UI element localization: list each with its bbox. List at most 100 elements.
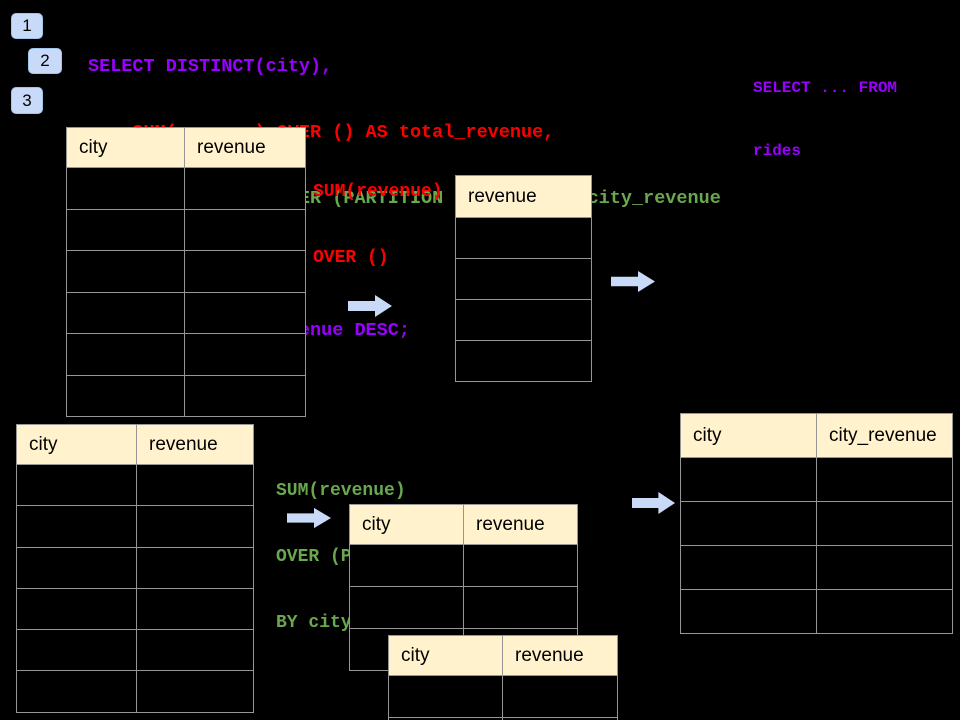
empty-cell xyxy=(17,671,137,713)
empty-cell xyxy=(67,375,185,417)
step-badge-2: 2 xyxy=(28,48,62,74)
step-badge-3: 3 xyxy=(11,87,43,114)
annotation-total-revenue: SUM(revenue) OVER () xyxy=(313,137,443,313)
right-arrow-icon xyxy=(287,507,332,529)
empty-cell xyxy=(17,506,137,548)
table-row xyxy=(456,218,592,259)
column-header: revenue xyxy=(503,636,618,676)
table-row xyxy=(389,718,618,720)
column-header: city_revenue xyxy=(817,414,953,458)
table-row xyxy=(456,341,592,382)
empty-cell xyxy=(185,209,306,251)
empty-cell xyxy=(137,465,254,507)
empty-cell xyxy=(185,334,306,376)
annotation-line: SUM(revenue) xyxy=(313,182,443,202)
step-badge-1: 1 xyxy=(11,13,43,39)
table-row xyxy=(681,546,953,590)
empty-cell xyxy=(17,547,137,589)
side-note-line: rides xyxy=(753,142,802,160)
right-arrow-icon xyxy=(611,270,656,293)
table-row xyxy=(17,506,254,548)
empty-cell xyxy=(17,588,137,631)
empty-cell xyxy=(67,334,185,376)
empty-cell xyxy=(185,251,306,293)
column-header: revenue xyxy=(464,505,578,545)
table-row xyxy=(350,587,578,629)
column-header: revenue xyxy=(456,176,592,218)
empty-cell xyxy=(464,545,578,587)
empty-cell xyxy=(67,168,185,210)
annotation-line: SUM(revenue) xyxy=(276,481,406,501)
right-arrow-icon xyxy=(632,491,676,515)
empty-cell xyxy=(503,676,618,718)
annotation-line: OVER () xyxy=(313,248,389,268)
sql-line-select: SELECT DISTINCT(city), xyxy=(88,56,333,77)
empty-cell xyxy=(17,465,137,507)
empty-cell xyxy=(67,209,185,251)
empty-cell xyxy=(137,630,254,672)
empty-cell xyxy=(137,547,254,589)
table-row xyxy=(67,168,306,210)
empty-cell xyxy=(350,545,464,587)
empty-cell xyxy=(456,218,592,259)
empty-cell xyxy=(389,718,503,720)
empty-cell xyxy=(185,292,306,334)
empty-cell xyxy=(389,676,503,718)
empty-cell xyxy=(464,587,578,629)
empty-cell xyxy=(185,375,306,417)
empty-cell xyxy=(350,587,464,629)
table-row xyxy=(67,375,306,417)
annotation-line: BY city) xyxy=(276,613,363,633)
empty-cell xyxy=(137,588,254,631)
empty-cell xyxy=(681,546,817,590)
column-header: revenue xyxy=(185,128,306,168)
table-row xyxy=(350,545,578,587)
empty-cell xyxy=(817,546,953,590)
empty-cell xyxy=(817,590,953,634)
table-row xyxy=(389,676,618,718)
empty-cell xyxy=(67,292,185,334)
empty-cell xyxy=(456,341,592,382)
empty-cell xyxy=(817,458,953,502)
column-header: revenue xyxy=(137,425,254,465)
table-total-revenue: revenue xyxy=(455,175,592,382)
table-row xyxy=(681,590,953,634)
empty-cell xyxy=(67,251,185,293)
column-header: city xyxy=(681,414,817,458)
side-note-line: SELECT ... FROM xyxy=(753,79,898,97)
table-row xyxy=(17,547,254,589)
empty-cell xyxy=(185,168,306,210)
table-row xyxy=(67,334,306,376)
empty-cell xyxy=(681,590,817,634)
empty-cell xyxy=(137,671,254,713)
column-header: city xyxy=(17,425,137,465)
table-row xyxy=(17,465,254,507)
table-header-row: revenue xyxy=(456,176,592,218)
table-row xyxy=(67,292,306,334)
empty-cell xyxy=(681,458,817,502)
empty-cell xyxy=(456,300,592,341)
empty-cell xyxy=(456,259,592,300)
table-row xyxy=(456,300,592,341)
table-row xyxy=(456,259,592,300)
empty-cell xyxy=(681,502,817,546)
column-header: city xyxy=(350,505,464,545)
empty-cell xyxy=(503,718,618,720)
empty-cell xyxy=(137,506,254,548)
column-header: city xyxy=(389,636,503,676)
table-row xyxy=(67,209,306,251)
column-header: city xyxy=(67,128,185,168)
table-row xyxy=(17,630,254,672)
table-row xyxy=(17,671,254,713)
side-note-select-from-rides: SELECT ... FROM rides xyxy=(753,36,897,204)
